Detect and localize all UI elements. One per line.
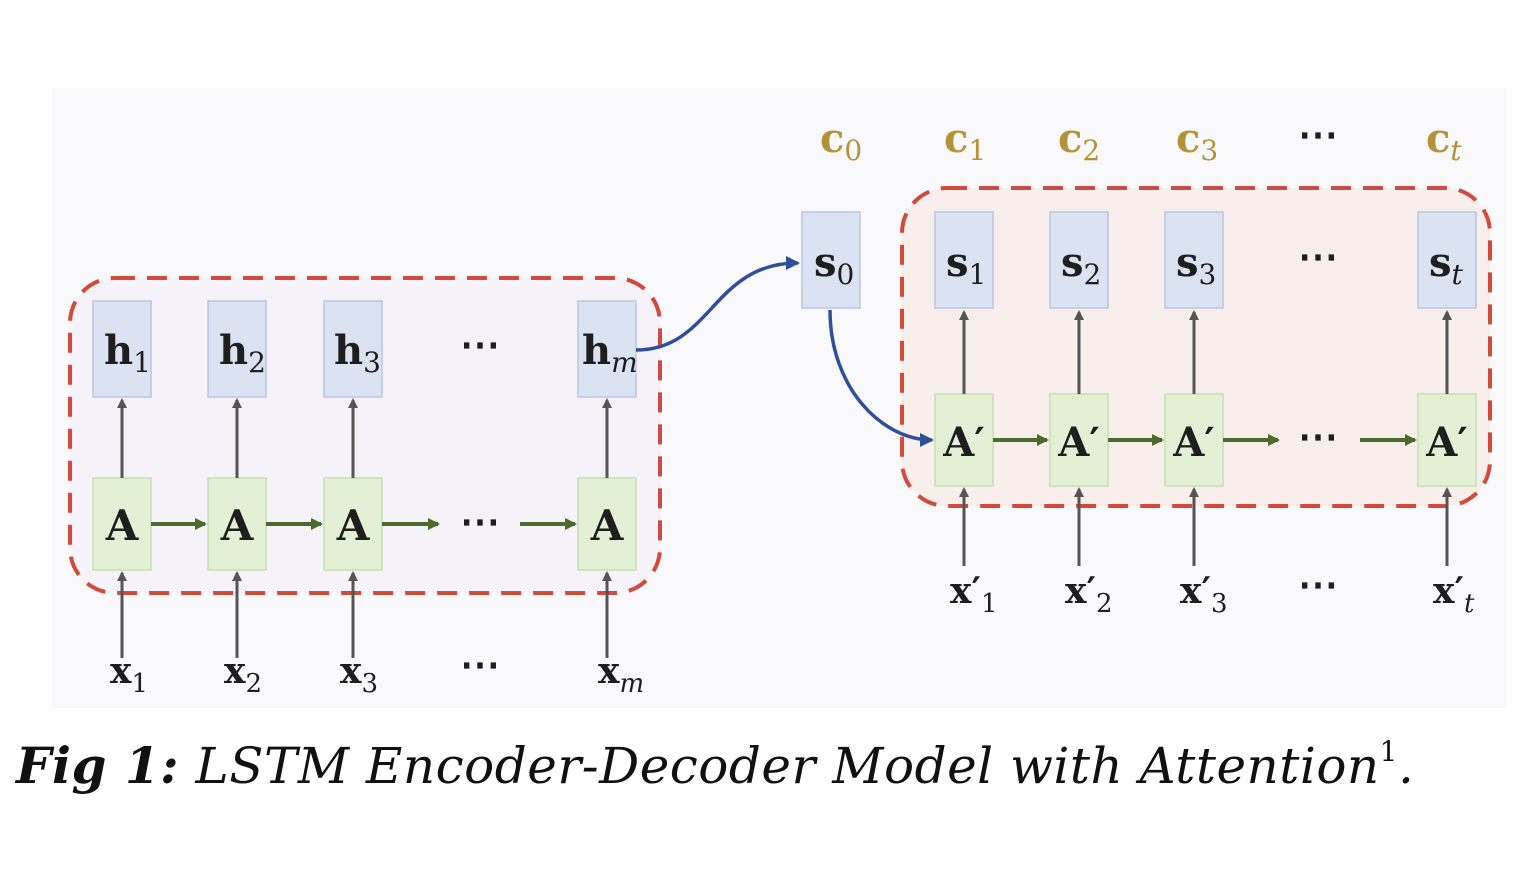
decoder-cell-ellipsis: ⋯ — [1298, 413, 1338, 460]
decoder-state-label: st — [1429, 239, 1464, 291]
decoder-state-box — [934, 211, 994, 309]
decoder-state-label: s3 — [1176, 239, 1216, 291]
decoder-cell-box — [1417, 393, 1477, 487]
decoder-input-label: x′1 — [950, 570, 998, 619]
context-label: ct — [1426, 115, 1462, 167]
context-label: c2 — [1058, 115, 1100, 167]
encoder-cell-box — [323, 477, 383, 571]
decoder-cell-label: A′ — [1172, 419, 1215, 466]
decoder-state-box — [1417, 211, 1477, 309]
encoder-cell-label: A — [336, 501, 371, 550]
encoder-decoder-diagram: h1 h2 h3 hm A A A A ⋯ ⋯ ⋯ x1 x2 x3 xm s0… — [68, 111, 1492, 699]
encoder-hidden-box — [207, 300, 267, 398]
decoder-input-label: x′3 — [1180, 570, 1228, 619]
decoder-input-ellipsis: ⋯ — [1298, 561, 1338, 608]
decoder-cell-label: A′ — [1425, 419, 1468, 466]
context-label: c1 — [944, 115, 986, 167]
decoder-box — [900, 186, 1492, 508]
caption-superscript: 1 — [1379, 735, 1398, 768]
encoder-cell-label: A — [220, 501, 255, 550]
context-ellipsis: ⋯ — [1298, 111, 1338, 158]
encoder-hidden-ellipsis: ⋯ — [460, 321, 500, 368]
encoder-input-label: x2 — [224, 650, 262, 699]
caption-label: Fig 1: — [16, 736, 180, 795]
figure-caption: Fig 1: LSTM Encoder-Decoder Model with A… — [16, 735, 1506, 805]
encoder-hidden-box — [577, 300, 637, 398]
encoder-hidden-label: h2 — [219, 327, 266, 379]
decoder-state-box — [1164, 211, 1224, 309]
encoder-hidden-box — [92, 300, 152, 398]
encoder-hidden-label: h3 — [334, 327, 381, 379]
encoder-input-ellipsis: ⋯ — [460, 641, 500, 688]
encoder-hidden-box — [323, 300, 383, 398]
decoder-state-box — [1049, 211, 1109, 309]
initial-state-box — [801, 211, 861, 309]
encoder-hidden-label: hm — [582, 327, 638, 379]
decoder-cell-box — [1049, 393, 1109, 487]
encoder-to-s0-arrow — [635, 256, 800, 352]
decoder-cell-label: A′ — [1057, 419, 1100, 466]
decoder-input-label: x′t — [1433, 570, 1475, 619]
initial-state-label: s0 — [814, 239, 854, 291]
encoder-hidden-label: h1 — [104, 327, 151, 379]
encoder-cell-box — [92, 477, 152, 571]
encoder-input-label: xm — [598, 650, 644, 699]
caption-text: LSTM Encoder-Decoder Model with Attentio… — [195, 737, 1380, 795]
decoder-state-label: s2 — [1061, 239, 1101, 291]
decoder-state-label: s1 — [946, 239, 986, 291]
decoder-input-label: x′2 — [1065, 570, 1113, 619]
caption-end: . — [1397, 737, 1415, 795]
encoder-cell-label: A — [105, 501, 140, 550]
decoder-cell-label: A′ — [942, 419, 985, 466]
figure-panel: h1 h2 h3 hm A A A A ⋯ ⋯ ⋯ x1 x2 x3 xm s0… — [52, 88, 1507, 708]
encoder-input-label: x1 — [110, 650, 148, 699]
encoder-cell-ellipsis: ⋯ — [460, 498, 500, 545]
s0-to-decoder-arrow — [828, 309, 934, 447]
context-label: c0 — [820, 115, 862, 167]
encoder-cell-label: A — [590, 501, 625, 550]
encoder-input-label: x3 — [340, 650, 378, 699]
decoder-state-ellipsis: ⋯ — [1298, 233, 1338, 280]
context-label: c3 — [1176, 115, 1218, 167]
